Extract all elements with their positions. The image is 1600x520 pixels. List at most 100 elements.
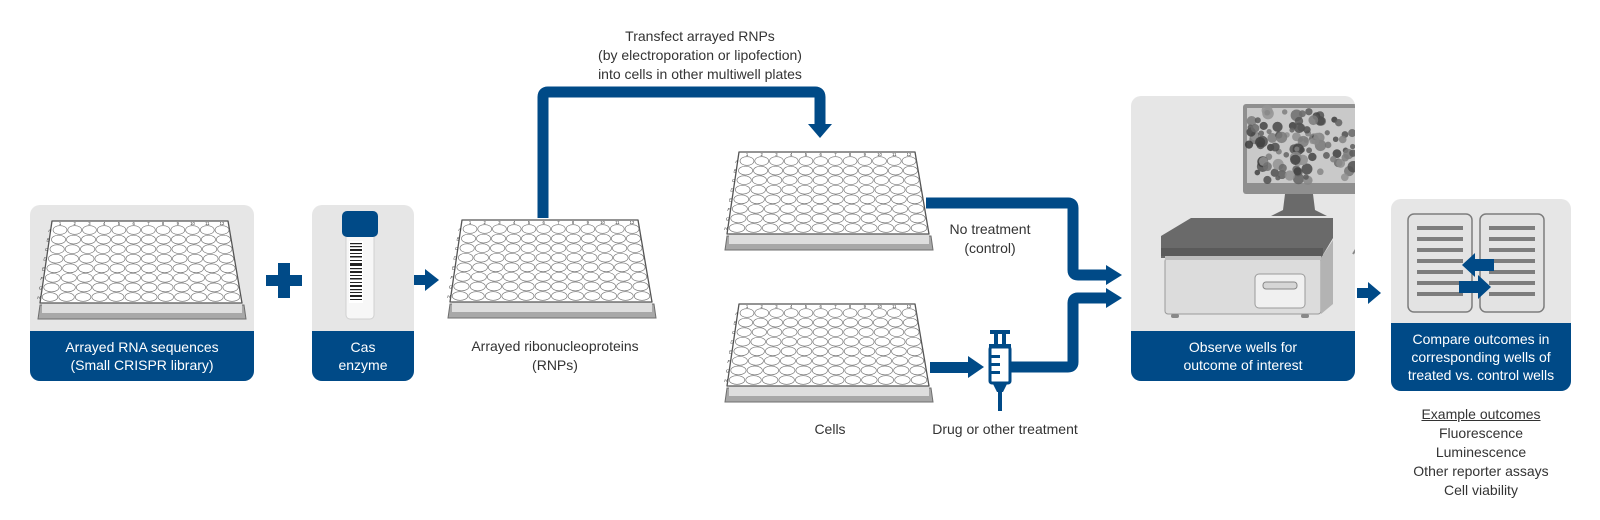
well — [812, 184, 828, 195]
well — [904, 327, 920, 337]
well — [906, 346, 923, 357]
example-outcomes: Example outcomes Fluorescence Luminescen… — [1391, 405, 1571, 500]
well — [78, 263, 94, 274]
svg-text:A: A — [734, 159, 738, 164]
well — [81, 234, 96, 245]
well — [762, 213, 780, 224]
well — [91, 292, 108, 302]
well — [631, 272, 648, 282]
well — [749, 346, 765, 357]
well — [844, 213, 861, 224]
well — [599, 281, 617, 292]
outcome-item: Luminescence — [1435, 444, 1527, 460]
well — [903, 165, 918, 176]
well — [764, 204, 780, 214]
well — [735, 184, 751, 195]
transfect-caption: Transfect arrayed RNPs (by electroporati… — [560, 27, 840, 84]
well — [767, 175, 783, 185]
well — [44, 273, 61, 283]
compare-arrows — [1459, 253, 1494, 299]
svg-text:8: 8 — [162, 221, 165, 226]
well — [828, 375, 845, 385]
svg-text:11: 11 — [615, 220, 620, 225]
well — [218, 253, 234, 264]
well — [567, 272, 583, 282]
well — [754, 308, 769, 318]
well — [66, 234, 81, 245]
svg-text:1: 1 — [469, 220, 472, 225]
well — [612, 243, 628, 253]
well — [811, 223, 828, 233]
well — [626, 233, 641, 244]
transfect-line2: (by electroporation or lipofection) — [598, 47, 802, 63]
well — [893, 365, 910, 376]
well — [535, 252, 551, 263]
treated-connector-a — [930, 362, 970, 373]
well — [502, 281, 519, 292]
well — [892, 356, 908, 366]
svg-text:D: D — [730, 188, 734, 193]
well — [860, 356, 876, 366]
well — [110, 253, 126, 264]
well — [780, 346, 797, 357]
well — [733, 346, 750, 357]
svg-text:10: 10 — [877, 304, 882, 309]
well — [874, 336, 890, 347]
well — [746, 365, 763, 376]
well — [156, 253, 172, 264]
well — [628, 252, 644, 263]
svg-text:G: G — [726, 368, 730, 373]
svg-text:5: 5 — [118, 221, 121, 226]
well — [736, 327, 752, 337]
well — [739, 156, 755, 166]
well — [109, 273, 125, 283]
well — [111, 234, 126, 245]
well — [616, 281, 633, 292]
well — [141, 253, 157, 264]
well — [217, 244, 233, 254]
well — [844, 365, 861, 376]
well — [861, 375, 878, 385]
svg-text:B: B — [457, 237, 460, 242]
well — [901, 156, 917, 166]
well — [95, 244, 111, 254]
svg-text:E: E — [42, 266, 46, 271]
well — [905, 336, 921, 347]
svg-text:2: 2 — [761, 152, 764, 157]
svg-text:4: 4 — [790, 304, 793, 309]
well — [888, 317, 903, 328]
well — [739, 308, 755, 318]
well — [908, 356, 925, 366]
well — [843, 336, 859, 347]
svg-text:12: 12 — [907, 304, 912, 309]
well — [582, 252, 598, 263]
well — [901, 308, 917, 318]
well — [828, 317, 843, 328]
transfect-arrowhead — [808, 124, 832, 138]
well — [222, 282, 239, 293]
svg-text:11: 11 — [892, 152, 897, 157]
well — [453, 281, 470, 292]
well — [583, 281, 600, 292]
well — [738, 317, 753, 328]
well — [828, 175, 844, 185]
well — [506, 224, 522, 234]
svg-text:H: H — [447, 294, 451, 299]
well — [521, 233, 536, 244]
well — [458, 252, 474, 263]
imager-icon — [1161, 218, 1333, 318]
well — [783, 308, 799, 318]
observe-panel: Observe wells for outcome of interest — [1131, 96, 1355, 381]
svg-text:6: 6 — [819, 304, 822, 309]
svg-text:8: 8 — [849, 152, 852, 157]
well — [761, 223, 779, 233]
well — [172, 263, 189, 274]
well — [206, 282, 223, 293]
well — [125, 244, 141, 254]
well — [157, 273, 173, 283]
well — [798, 156, 814, 166]
svg-text:1: 1 — [746, 304, 749, 309]
well — [566, 262, 583, 273]
svg-text:7: 7 — [834, 304, 837, 309]
